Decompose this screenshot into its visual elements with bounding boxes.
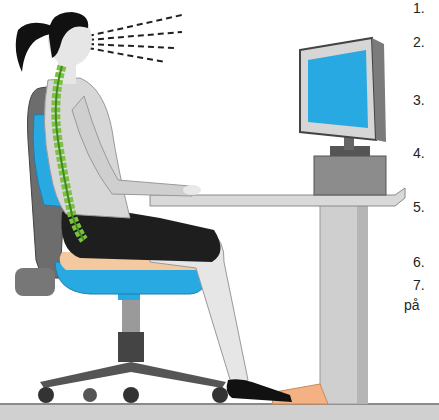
callout-number: på — [404, 297, 420, 313]
spine-line — [56, 66, 84, 240]
chair-wheel — [123, 387, 139, 403]
chair-arm-lever — [15, 268, 55, 296]
sight-lines — [88, 15, 182, 62]
hand — [183, 185, 201, 195]
chair-wheel — [212, 387, 228, 403]
sight-line — [88, 48, 165, 62]
callout-number: 1. — [413, 0, 425, 16]
chair-base — [40, 362, 226, 388]
shoe — [227, 379, 292, 402]
hair — [49, 12, 88, 58]
monitor-screen — [308, 50, 368, 128]
sight-line — [88, 44, 175, 48]
chair-wheel — [38, 387, 54, 403]
callout-number: 3. — [413, 92, 425, 108]
floor-line — [0, 403, 439, 405]
monitor-riser — [314, 156, 386, 195]
callout-number: 4. — [413, 145, 425, 161]
monitor-frame — [300, 38, 376, 140]
ponytail — [16, 23, 52, 72]
desk-leg — [320, 205, 358, 404]
floor — [0, 404, 439, 420]
monitor-side — [372, 38, 386, 142]
arm — [72, 96, 192, 196]
sight-line — [88, 32, 182, 40]
chair-wheel — [83, 388, 97, 402]
callout-number: 7. — [413, 277, 425, 293]
callout-number: 2. — [413, 34, 425, 50]
callout-number: 6. — [413, 254, 425, 270]
spine — [56, 66, 84, 240]
callout-number: 5. — [413, 199, 425, 215]
chair-cylinder — [118, 332, 144, 362]
desk-leg-side — [358, 205, 368, 404]
